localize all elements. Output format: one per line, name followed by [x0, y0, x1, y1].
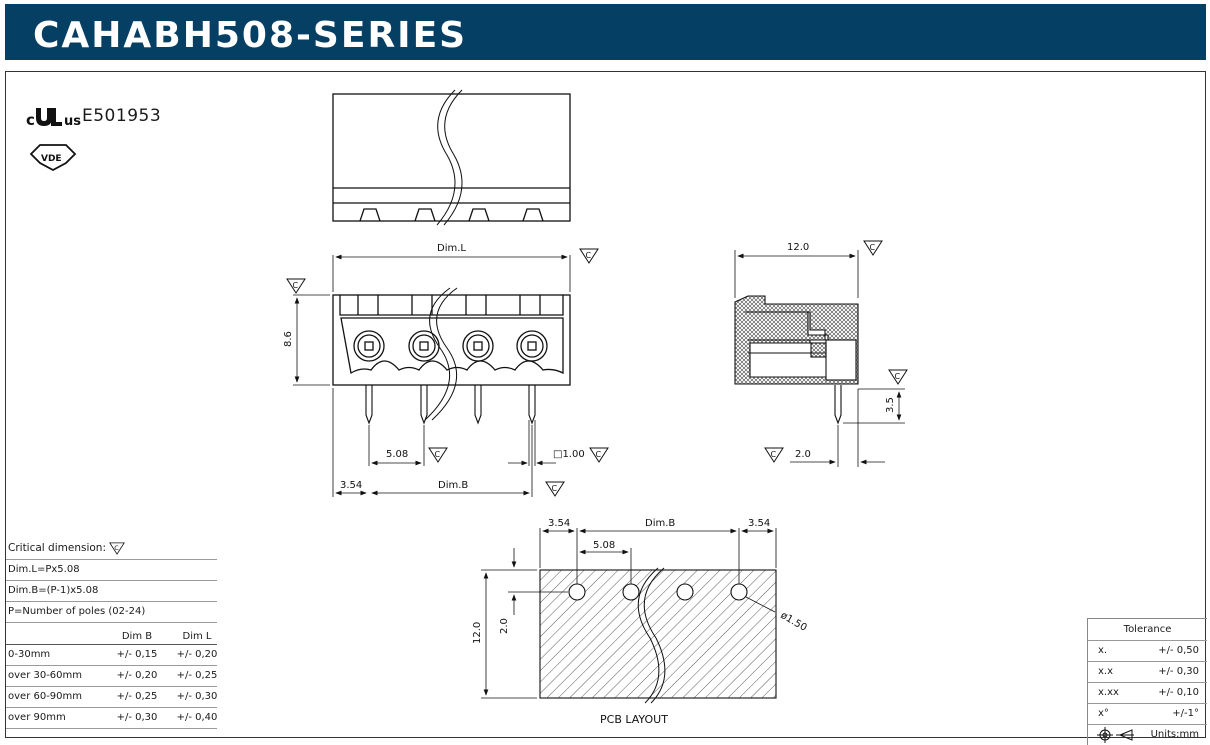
critical-mark-icon — [579, 248, 599, 264]
pcb-caption: PCB LAYOUT — [600, 713, 668, 726]
pin-square-label: □1.00 — [553, 449, 585, 460]
tolerance-row: x.xx +/- 0,10 — [1088, 683, 1207, 704]
side-depth-label: 12.0 — [787, 242, 809, 253]
tolerance-value: +/- 0,50 — [1158, 645, 1199, 656]
pcb-hole-label: ø1.50 — [779, 610, 809, 634]
critical-mark-icon — [863, 240, 883, 256]
tolerance-header-row: Dim B Dim L — [6, 623, 217, 645]
tolerance-box: Tolerance x. +/- 0,50 x.x +/- 0,30 x.xx +/-… — [1087, 618, 1207, 745]
range-cell: over 90mm — [8, 712, 66, 723]
dim-l-cell: +/- 0,20 — [176, 649, 218, 660]
drawing-frame — [5, 71, 1206, 738]
ul-logo-icon: c us — [26, 108, 81, 129]
critical-mark-icon — [286, 278, 306, 294]
tolerance-row: x.x +/- 0,30 — [1088, 662, 1207, 683]
side-view — [734, 295, 859, 425]
tolerance-label: x.x — [1098, 666, 1114, 677]
svg-text:us: us — [64, 114, 81, 129]
tolerance-label: x° — [1098, 708, 1109, 719]
formula-l: Dim.L=Px5.08 — [6, 560, 217, 581]
tolerance-label: x.xx — [1098, 687, 1119, 698]
units-row: Units:mm — [1088, 725, 1207, 745]
table-row: over 30-60mm +/- 0,20 +/- 0,25 — [6, 666, 217, 687]
front-dimensions — [293, 254, 571, 497]
critical-mark-icon — [545, 481, 565, 497]
dim-l-cell: +/- 0,25 — [176, 670, 218, 681]
dim-b-cell: +/- 0,30 — [116, 712, 158, 723]
dim-b-cell: +/- 0,25 — [116, 691, 158, 702]
vde-logo-icon: VDE — [29, 144, 77, 172]
svg-text:VDE: VDE — [41, 154, 62, 164]
pcb-left-offset-label: 3.54 — [548, 518, 570, 529]
table-row: 0-30mm +/- 0,15 +/- 0,20 — [6, 645, 217, 666]
range-cell: 0-30mm — [8, 649, 51, 660]
pcb-pitch-label: 5.08 — [593, 540, 615, 551]
tolerance-row: x° +/-1° — [1088, 704, 1207, 725]
critical-mark-icon — [109, 541, 125, 555]
poles-note: P=Number of poles (02-24) — [6, 602, 217, 623]
dim-l-cell: +/- 0,30 — [176, 691, 218, 702]
pcb-height-label: 12.0 — [472, 622, 483, 644]
front-view — [332, 287, 571, 425]
dim-b-label: Dim.B — [438, 480, 468, 491]
table-row: over 90mm +/- 0,30 +/- 0,40 — [6, 708, 217, 729]
critical-mark-icon — [764, 447, 784, 463]
pin-offset-label: 2.0 — [795, 449, 811, 460]
tolerance-label: x. — [1098, 645, 1108, 656]
critical-mark-icon — [888, 369, 908, 385]
left-offset-label: 3.54 — [340, 480, 362, 491]
pcb-layout — [539, 567, 777, 704]
ul-certificate-number: E501953 — [82, 106, 162, 126]
page-title: CAHABH508-SERIES — [33, 15, 468, 56]
terminal-screws — [353, 330, 548, 362]
critical-mark-icon — [589, 447, 609, 463]
projection-symbol-icon — [1097, 727, 1134, 743]
side-dimensions — [734, 250, 905, 467]
critical-dimension-row: Critical dimension: — [6, 537, 217, 560]
svg-text:c: c — [26, 111, 35, 129]
certification-logos: c us VDE — [26, 108, 81, 172]
pcb-row-offset-label: 2.0 — [499, 618, 510, 634]
pins — [365, 385, 536, 425]
pcb-dimensions — [481, 528, 777, 699]
pitch-label: 5.08 — [386, 449, 408, 460]
column-dim-b: Dim B — [121, 631, 153, 642]
height-label: 8.6 — [283, 331, 294, 347]
units-label: Units:mm — [1150, 729, 1199, 740]
column-dim-l: Dim L — [182, 631, 212, 642]
dim-l-cell: +/- 0,40 — [176, 712, 218, 723]
tolerance-title: Tolerance — [1088, 619, 1207, 641]
critical-dimension-label: Critical dimension: — [8, 542, 106, 554]
header-bar: CAHABH508-SERIES — [5, 4, 1206, 60]
dim-b-cell: +/- 0,15 — [116, 649, 158, 660]
table-row: over 60-90mm +/- 0,25 +/- 0,30 — [6, 687, 217, 708]
tolerance-value: +/-1° — [1172, 708, 1199, 719]
formula-b: Dim.B=(P-1)x5.08 — [6, 581, 217, 602]
pin-length-label: 3.5 — [885, 397, 896, 413]
critical-mark-icon — [428, 447, 448, 463]
dimension-info-table: Critical dimension: Dim.L=Px5.08 Dim.B=(… — [6, 537, 217, 729]
dim-b-cell: +/- 0,20 — [116, 670, 158, 681]
range-cell: over 60-90mm — [8, 691, 83, 702]
pcb-dim-b-label: Dim.B — [645, 518, 675, 529]
dim-l-label: Dim.L — [437, 243, 466, 254]
top-view — [332, 89, 571, 226]
range-cell: over 30-60mm — [8, 670, 83, 681]
tolerance-value: +/- 0,10 — [1158, 687, 1199, 698]
tolerance-value: +/- 0,30 — [1158, 666, 1199, 677]
pcb-right-offset-label: 3.54 — [748, 518, 770, 529]
tolerance-row: x. +/- 0,50 — [1088, 641, 1207, 662]
